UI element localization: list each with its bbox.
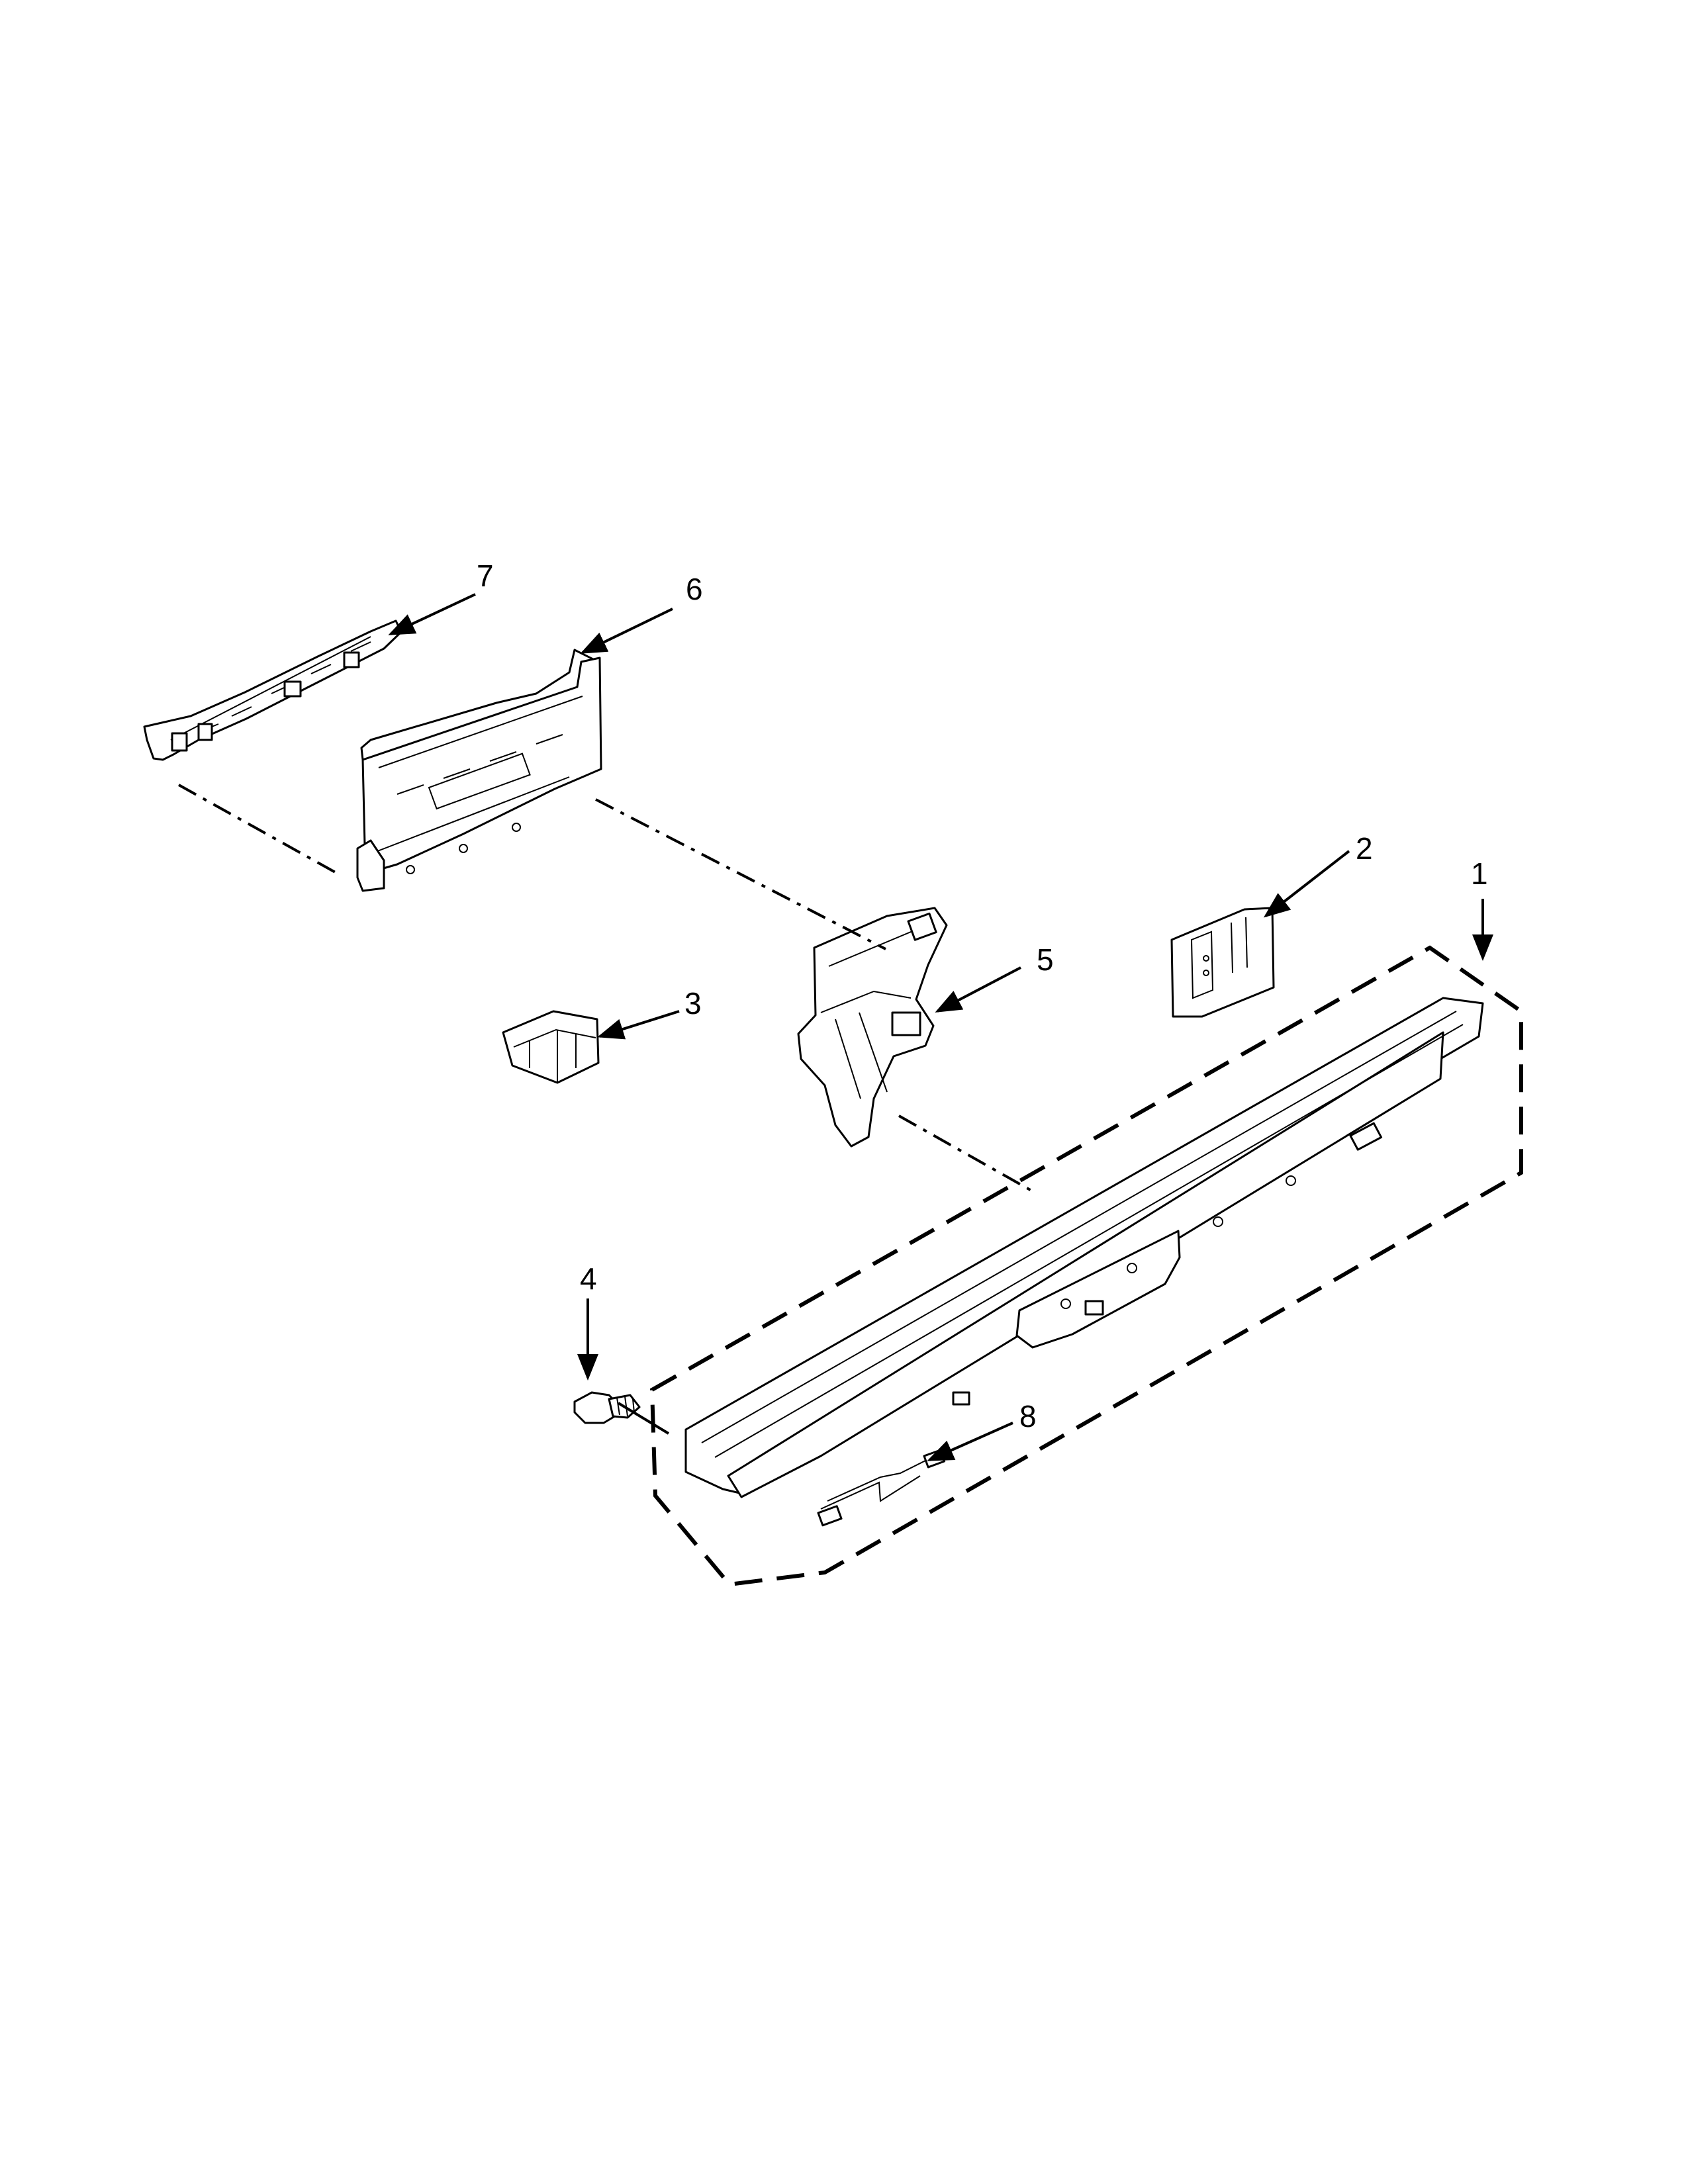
leader-arrow-5 [935, 966, 1021, 1013]
part-8-wire-harness[interactable] [817, 1449, 946, 1527]
callout-7: 7 [477, 559, 494, 593]
part-1-control-panel[interactable] [684, 997, 1484, 1498]
callout-1: 1 [1471, 856, 1488, 891]
leader-arrow-7 [388, 593, 476, 635]
alignment-line-7-6 [178, 784, 338, 875]
callout-6: 6 [686, 572, 703, 606]
leader-arrow-6 [580, 608, 673, 654]
part-6-control-housing[interactable] [356, 649, 602, 892]
callout-4: 4 [580, 1261, 597, 1296]
part-5-latch-assembly[interactable] [797, 907, 948, 1148]
part-7-bracket[interactable] [143, 619, 402, 761]
leader-arrow-2 [1263, 850, 1350, 918]
callout-3: 3 [684, 986, 702, 1021]
leader-arrow-3 [597, 1010, 680, 1040]
part-4-screw[interactable] [573, 1391, 641, 1424]
leader-arrow-8 [927, 1422, 1013, 1461]
part-3-small-bracket[interactable] [502, 1010, 600, 1084]
callout-8: 8 [1019, 1399, 1037, 1433]
callout-5: 5 [1037, 942, 1054, 977]
alignment-line-5-1 [898, 1115, 1033, 1193]
alignment-line-6-5 [595, 798, 886, 950]
callout-2: 2 [1356, 831, 1373, 866]
part-2-shield-plate[interactable] [1170, 907, 1275, 1018]
assembly-outline [649, 945, 1523, 1587]
alignment-line-4-1 [617, 1402, 670, 1435]
